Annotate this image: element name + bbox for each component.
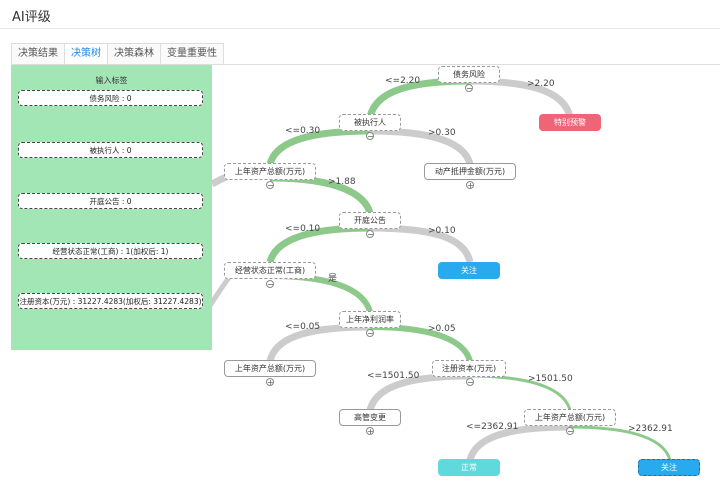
collapse-icon[interactable]: − [366,132,374,141]
tree-leaf-attention[interactable]: 关注 [438,262,500,279]
tree-leaf-normal[interactable]: 正常 [438,459,500,476]
tree-leaf-special-alert[interactable]: 特别预警 [539,114,601,131]
input-tags-panel: 输入标签 债务风险 : 0 被执行人 : 0 开庭公告 : 0 经营状态正常(工… [11,65,212,350]
edge-label: 是 [328,274,338,284]
collapse-icon[interactable]: − [566,427,574,436]
input-field-business-status: 经营状态正常(工商) : 1(加权后: 1) [18,243,203,259]
input-field-debt-risk: 债务风险 : 0 [18,90,203,106]
edge-label: <=2362.91 [466,422,519,432]
collapse-icon[interactable]: − [266,280,274,289]
input-field-registered-capital: 注册资本(万元) : 31227.4283(加权后: 31227.4283) [18,293,203,309]
tree-node-prior-year-assets-2[interactable]: 上年资产总额(万元) [224,360,316,377]
edge-label: >0.05 [428,324,456,334]
edge-e8 [269,273,373,313]
edge-label: <=2.20 [385,76,421,86]
title-divider [0,28,720,29]
page-title: AI评级 [12,10,51,25]
input-field-executed-person: 被执行人 : 0 [18,142,203,158]
collapse-icon[interactable]: − [466,378,474,387]
edge-label: <=1501.50 [367,371,420,381]
panel-title: 输入标签 [95,76,128,85]
edge-e4 [369,127,474,166]
tree-node-executive-change[interactable]: 高管变更 [339,409,401,426]
expand-icon[interactable]: + [366,427,374,436]
edge-label: >1.88 [328,177,356,187]
tree-leaf-attention-2[interactable]: 关注 [638,459,700,476]
collapse-icon[interactable]: − [366,230,374,239]
edge-e13 [466,423,570,462]
edge-label: >0.30 [428,128,456,138]
edge-e14 [568,425,672,461]
edge-e9 [266,323,371,363]
tree-node-net-profit-rate[interactable]: 上年净利润率 [339,311,401,328]
edge-label: <=0.05 [285,322,321,332]
edge-e3 [266,127,371,166]
tree-node-movable-mortgage[interactable]: 动产抵押金额(万元) [424,163,516,180]
collapse-icon[interactable]: − [366,329,374,338]
edge-label: <=0.30 [285,126,321,136]
tab-divider [11,64,720,65]
tree-node-registered-capital[interactable]: 注册资本(万元) [432,360,506,377]
collapse-icon[interactable]: − [465,84,473,93]
tree-node-executed-person[interactable]: 被执行人 [339,114,401,131]
tab-bar: 决策结果 决策树 决策森林 变量重要性 [11,43,224,64]
edge-label: >1501.50 [528,374,573,384]
edge-label: >2.20 [527,79,555,89]
expand-icon[interactable]: + [266,378,274,387]
expand-icon[interactable]: + [466,181,474,190]
edge-e1 [366,77,470,119]
tree-node-court-notice[interactable]: 开庭公告 [339,212,401,229]
edge-label: >0.10 [428,226,456,236]
edge-label: >2362.91 [628,424,673,434]
edge-e11 [366,372,470,412]
collapse-icon[interactable]: − [266,181,274,190]
tree-node-prior-year-assets-3[interactable]: 上年资产总额(万元) [524,409,616,426]
tree-node-business-status[interactable]: 经营状态正常(工商) [224,262,316,279]
tree-node-debt-risk[interactable]: 债务风险 [438,66,500,83]
tab-variable-importance[interactable]: 变量重要性 [160,43,224,64]
edge-label: <=0.10 [285,224,321,234]
tree-node-prior-year-assets[interactable]: 上年资产总额(万元) [224,163,316,180]
input-field-court-notice: 开庭公告 : 0 [18,193,203,209]
